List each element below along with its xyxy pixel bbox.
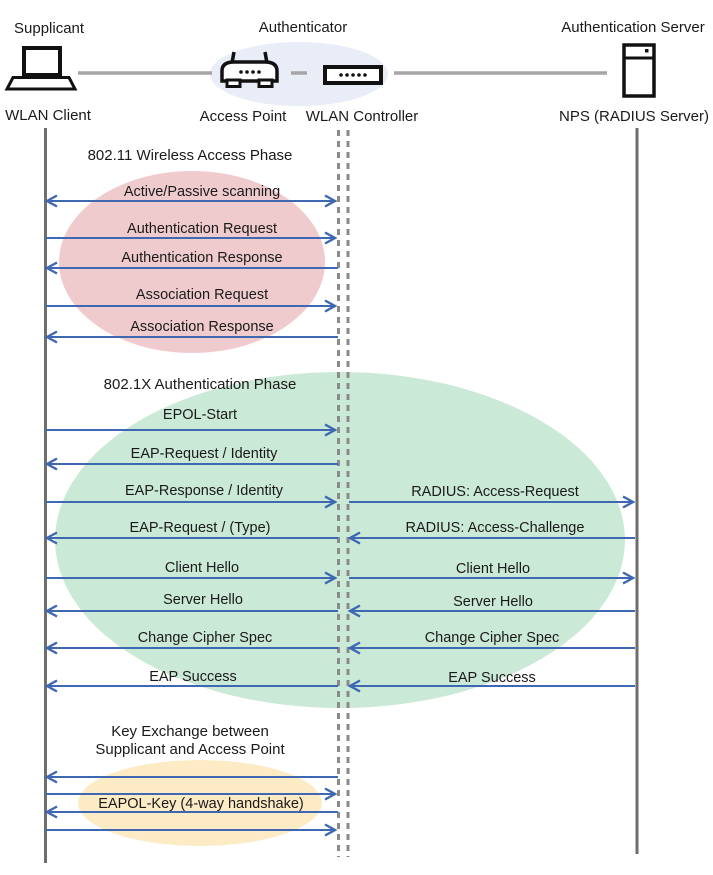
message-label: EAP-Request / Identity [131, 446, 278, 462]
supplicant-role-label: Supplicant [14, 20, 85, 37]
wlan-controller-label: WLAN Controller [306, 108, 419, 125]
message-label: Association Request [136, 287, 268, 303]
arrow-radius-access-challenge: RADIUS: Access-Challenge [347, 520, 635, 545]
message-label: RADIUS: Access-Challenge [406, 520, 585, 536]
wlan-client-label: WLAN Client [5, 107, 92, 124]
radius-server-label: NPS (RADIUS Server) [559, 108, 709, 125]
message-label: Change Cipher Spec [138, 630, 273, 646]
message-label: Association Response [130, 319, 273, 335]
arrow-eapol-key-2 [46, 787, 338, 801]
wlan-controller-icon [323, 65, 383, 85]
arrow-authentication-request: Authentication Request [46, 221, 338, 245]
arrow-change-cipher-spec-right: Change Cipher Spec [347, 630, 635, 655]
arrow-association-request: Association Request [46, 287, 338, 313]
lifelines [44, 128, 639, 863]
message-label: Server Hello [453, 594, 533, 610]
phase3-title-line1: Key Exchange between [111, 723, 269, 740]
phase3-ellipse [78, 760, 322, 846]
arrow-eap-request-type: EAP-Request / (Type) [44, 520, 338, 545]
phase1-ellipse [59, 171, 325, 353]
arrow-association-response: Association Response [44, 319, 338, 344]
authenticator-role-label: Authenticator [259, 19, 347, 36]
message-label: RADIUS: Access-Request [411, 484, 579, 500]
arrow-authentication-response: Authentication Response [44, 250, 338, 275]
message-label: Client Hello [165, 560, 239, 576]
auth-server-role-label: Authentication Server [561, 19, 704, 36]
arrow-server-hello-left: Server Hello [44, 592, 338, 618]
phase3-title-line2: Supplicant and Access Point [95, 741, 285, 758]
message-label: EAP-Response / Identity [125, 483, 284, 499]
arrow-active-passive-scanning: Active/Passive scanning [44, 184, 338, 208]
arrow-eapol-key-1 [44, 770, 338, 784]
arrow-epol-start: EPOL-Start [46, 407, 338, 437]
phase3-section: Key Exchange between Supplicant and Acce… [44, 723, 338, 837]
arrow-server-hello-right: Server Hello [347, 594, 635, 618]
access-point-label: Access Point [200, 108, 288, 125]
message-label: Active/Passive scanning [124, 184, 280, 200]
server-icon [622, 43, 656, 98]
laptop-icon [4, 46, 78, 91]
message-label: EAP-Request / (Type) [129, 520, 270, 536]
message-label: Authentication Request [127, 221, 277, 237]
phase1-title: 802.11 Wireless Access Phase [88, 147, 293, 164]
arrow-radius-access-request: RADIUS: Access-Request [349, 484, 636, 509]
arrow-eap-request-identity: EAP-Request / Identity [44, 446, 338, 471]
access-point-icon [220, 51, 279, 88]
phase1-section: 802.11 Wireless Access Phase Active/Pass… [44, 147, 338, 344]
message-label: Server Hello [163, 592, 243, 608]
arrow-eap-success-right: EAP Success [347, 670, 635, 693]
arrow-eapol-key-3 [44, 805, 338, 819]
header-labels: Supplicant Authenticator Authentication … [5, 19, 709, 125]
phase2-title: 802.1X Authentication Phase [104, 376, 297, 393]
message-label: Client Hello [456, 561, 530, 577]
message-label: EPOL-Start [163, 407, 237, 423]
message-label: EAP Success [448, 670, 536, 686]
message-label: EAP Success [149, 669, 237, 685]
message-label: Change Cipher Spec [425, 630, 560, 646]
arrow-change-cipher-spec-left: Change Cipher Spec [44, 630, 338, 655]
arrow-eap-success-left: EAP Success [44, 669, 338, 693]
eapol-key-label: EAPOL-Key (4-way handshake) [98, 796, 304, 812]
phase2-section: 802.1X Authentication Phase EPOL-Start E… [44, 376, 636, 693]
arrow-client-hello-right: Client Hello [349, 561, 636, 585]
arrow-eap-response-identity: EAP-Response / Identity [46, 483, 338, 509]
arrow-client-hello-left: Client Hello [46, 560, 338, 585]
arrow-eapol-key-4 [46, 823, 338, 837]
message-label: Authentication Response [121, 250, 282, 266]
header-icons [4, 43, 656, 98]
